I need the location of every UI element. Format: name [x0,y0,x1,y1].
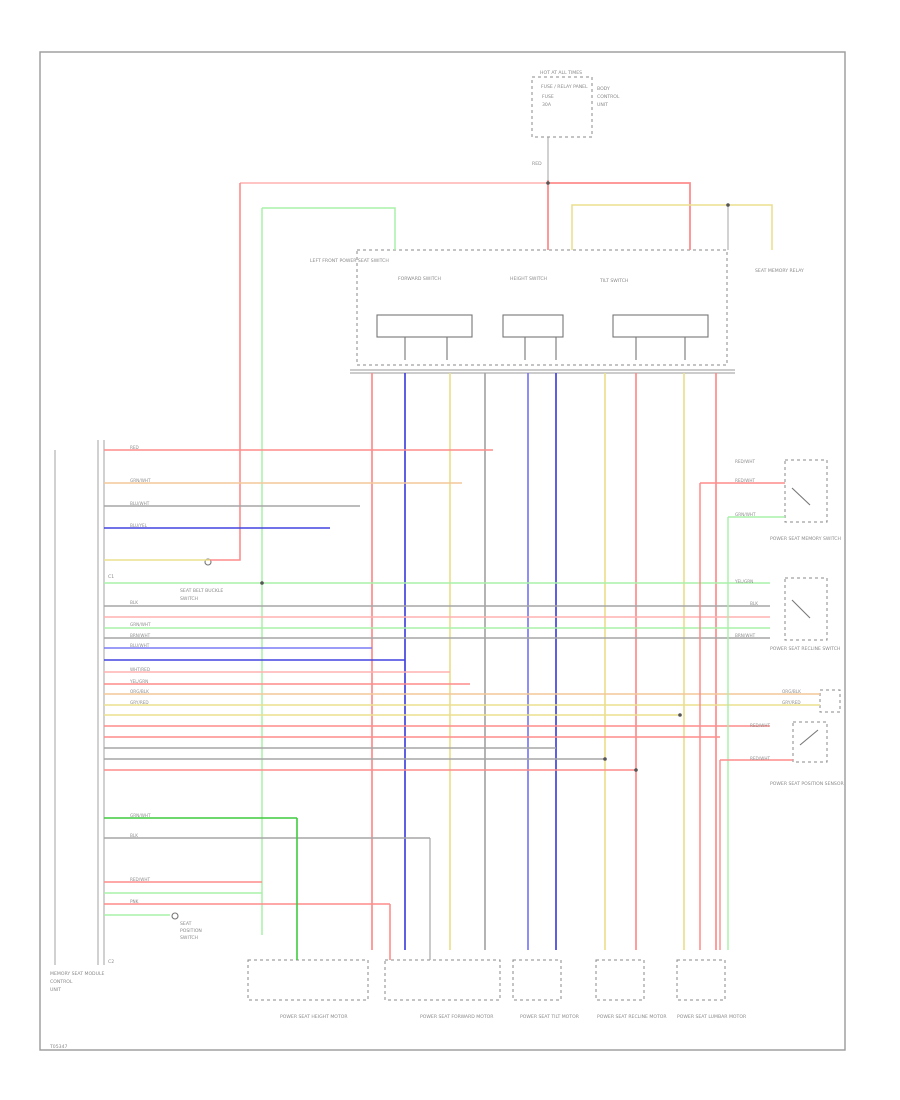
right-switch-recline: POWER SEAT RECLINE SWITCH [770,577,840,652]
svg-text:POWER SEAT TILT MOTOR: POWER SEAT TILT MOTOR [520,1014,580,1020]
svg-text:UNIT: UNIT [597,102,608,108]
svg-text:C2: C2 [108,959,114,965]
junction-dot [603,757,607,761]
svg-text:SEAT BELT BUCKLE: SEAT BELT BUCKLE [180,588,223,594]
svg-text:BODY: BODY [597,86,610,92]
right-switch-lumbar [819,689,841,713]
wire-label: BLU/WHT [130,643,150,648]
wire-label: BRN/WHT [130,633,151,638]
motor-5: POWER SEAT LUMBAR MOTOR [676,959,747,1020]
wire-label: RED/WHT [130,877,150,882]
svg-text:TILT SWITCH: TILT SWITCH [599,278,628,284]
seat-belt-buckle-switch: SEAT BELT BUCKLE SWITCH [180,558,223,602]
wire-label: GRY/RED [782,700,801,705]
junction-dot [634,768,638,772]
svg-text:CONTROL: CONTROL [597,94,620,100]
svg-text:RED: RED [532,161,542,167]
svg-text:LEFT FRONT POWER SEAT SWITCH: LEFT FRONT POWER SEAT SWITCH [310,258,389,264]
wire-label: RED/WHT [735,478,755,483]
svg-text:SWITCH: SWITCH [180,935,198,941]
wire-label: GRY/RED [130,700,149,705]
wire-green-top [262,207,396,250]
svg-text:POWER SEAT RECLINE MOTOR: POWER SEAT RECLINE MOTOR [597,1014,667,1020]
svg-text:CONTROL: CONTROL [50,979,73,985]
wire-label: BLK [130,833,138,838]
wire-yellow-top [571,204,773,250]
wire-label: BRN/WHT [735,633,756,638]
wire-label: ORG/BLK [782,689,801,694]
svg-text:POWER SEAT MEMORY SWITCH: POWER SEAT MEMORY SWITCH [770,536,841,542]
svg-text:FUSE / RELAY PANEL: FUSE / RELAY PANEL [541,84,588,90]
motor-1: POWER SEAT HEIGHT MOTOR [247,959,369,1020]
wire-label: GRN/WHT [130,478,151,483]
wire-label: BLU/WHT [130,501,150,506]
wire-label: YEL/GRN [734,579,753,584]
svg-text:HEIGHT SWITCH: HEIGHT SWITCH [510,276,547,282]
svg-text:MEMORY SEAT MODULE: MEMORY SEAT MODULE [50,971,105,977]
svg-text:SWITCH: SWITCH [180,596,198,602]
right-switch-memory: POWER SEAT MEMORY SWITCH [770,459,841,542]
wire-label: RED/WHT [750,723,770,728]
wire-red-left [210,183,241,561]
wire-red-right [548,182,691,250]
svg-text:POWER SEAT LUMBAR MOTOR: POWER SEAT LUMBAR MOTOR [677,1014,747,1020]
right-switch-position: POWER SEAT POSITION SENSOR [770,721,844,787]
motor-4: POWER SEAT RECLINE MOTOR [595,959,667,1020]
wire-label: PNK [130,899,139,904]
wire-label: RED [130,445,139,450]
junction-dot [678,713,682,717]
wire-label: BLK [750,601,758,606]
wire-label: GRN/WHT [735,512,756,517]
motor-2: POWER SEAT FORWARD MOTOR [384,959,501,1020]
wire-label: ORG/BLK [130,689,149,694]
left-seat-memory-module: MEMORY SEAT MODULE CONTROL UNIT C1 C2 [50,440,114,993]
svg-text:C1: C1 [108,574,114,580]
junction-dot [260,581,264,585]
svg-text:FORWARD SWITCH: FORWARD SWITCH [398,276,441,282]
wire-label: BLK [130,600,138,605]
svg-text:POWER SEAT FORWARD MOTOR: POWER SEAT FORWARD MOTOR [420,1014,494,1020]
figure-id: T05347 [49,1044,67,1050]
svg-text:POWER SEAT HEIGHT MOTOR: POWER SEAT HEIGHT MOTOR [280,1014,348,1020]
svg-text:POSITION: POSITION [180,928,202,934]
power-seat-control-unit: LEFT FRONT POWER SEAT SWITCH FORWARD SWI… [310,249,804,374]
motor-3: POWER SEAT TILT MOTOR [512,959,580,1020]
fuse-block: HOT AT ALL TIMES FUSE / RELAY PANEL FUSE… [531,70,620,138]
left-bottom-switch: SEAT POSITION SWITCH [171,912,202,941]
diagram-frame [39,51,846,1051]
wire-group: RED GRN/WHT BLU/WHT BLU/YEL BLK GRN/WHT BRN/WH… [104,180,820,960]
svg-text:HOT AT ALL TIMES: HOT AT ALL TIMES [540,70,582,76]
svg-text:UNIT: UNIT [50,987,61,993]
wire-label: YEL/GRN [129,679,148,684]
svg-text:SEAT: SEAT [180,921,192,927]
junction-dot [546,181,550,185]
wire-label: BLU/YEL [130,523,148,528]
wire-label: GRN/WHT [130,622,151,627]
junction-dot [726,203,730,207]
svg-text:POWER SEAT POSITION SENSOR: POWER SEAT POSITION SENSOR [770,781,844,787]
wire-label: RED/WHT [735,459,755,464]
svg-text:POWER SEAT RECLINE SWITCH: POWER SEAT RECLINE SWITCH [770,646,840,652]
wire-label: WHT/RED [130,667,150,672]
svg-text:30A: 30A [542,102,552,108]
svg-text:FUSE: FUSE [542,94,554,100]
svg-text:SEAT MEMORY RELAY: SEAT MEMORY RELAY [755,268,804,274]
wire-label: GRN/WHT [130,813,151,818]
wire-label: RED/WHT [750,756,770,761]
